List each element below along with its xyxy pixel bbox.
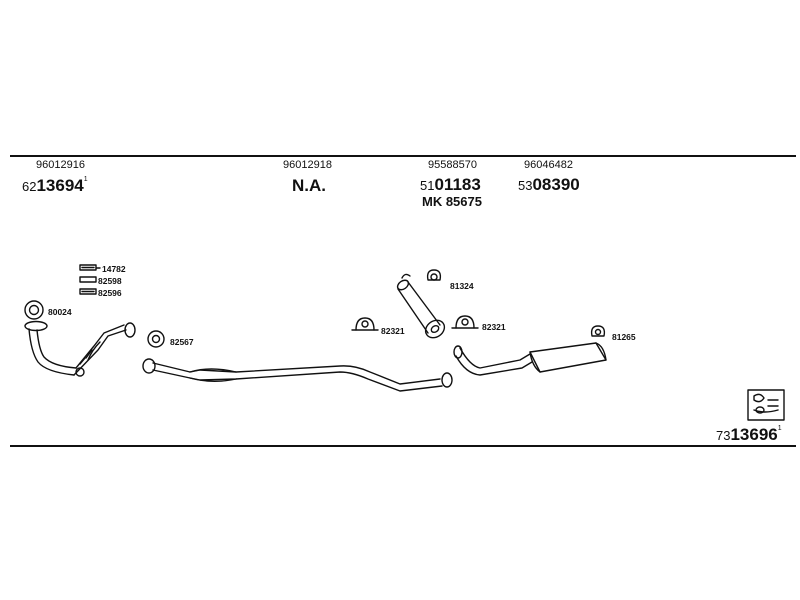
part-label-82598: 82598 [98,276,122,286]
gasket-82567-icon [147,330,165,348]
kit-box-icon [747,389,785,421]
gasket-80024-icon [24,300,44,320]
part-label-82321-right: 82321 [482,322,506,332]
center-silencer-icon [396,273,446,339]
header-number-2: N.A. [292,176,326,195]
intermediate-pipe-icon [142,358,453,392]
part-label-81265: 81265 [612,332,636,342]
part-label-14782: 14782 [102,264,126,274]
part-label-81324: 81324 [450,281,474,291]
part-label-82321-left: 82321 [381,326,405,336]
header-sub-3: MK 85675 [422,194,482,209]
bottom-rule [10,445,796,447]
header-code-2: 96012918 [283,159,332,171]
part-label-80024: 80024 [48,307,72,317]
header-number-3: 5101183 [420,175,481,194]
front-pipe-icon [24,320,136,377]
part-label-82596: 82596 [98,288,122,298]
part-label-82567: 82567 [170,337,194,347]
header-code-1: 96012916 [36,159,85,171]
clamp-82321-right-icon [451,315,479,329]
header-code-3: 95588570 [428,159,477,171]
top-rule [10,155,796,157]
header-code-4: 96046482 [524,159,573,171]
hanger-81265-icon [590,325,606,337]
header-number-1: 62136941 [22,176,88,195]
hanger-81324-icon [426,269,442,281]
footer-number: 73136961 [716,425,782,444]
clamp-82321-left-icon [351,317,379,331]
header-number-4: 5308390 [518,175,580,194]
bolt-icon [79,264,101,295]
rear-silencer-icon [453,342,607,376]
